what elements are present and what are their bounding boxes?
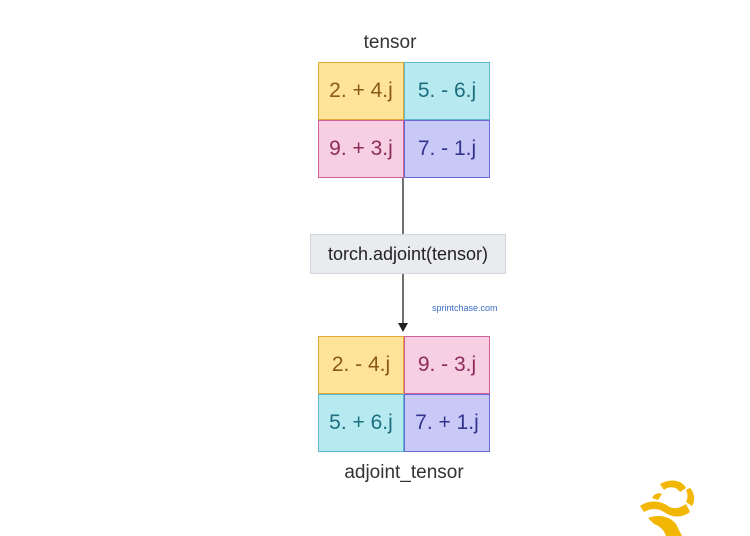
- input-cell-1-0: 9. + 3.j: [318, 120, 404, 178]
- arrow-down-icon: [398, 323, 408, 332]
- input-cell-0-0: 2. + 4.j: [318, 62, 404, 120]
- output-cell-0-0: 2. - 4.j: [318, 336, 404, 394]
- output-cell-1-1: 7. + 1.j: [404, 394, 490, 452]
- watermark-text: sprintchase.com: [432, 303, 498, 313]
- output-tensor-label: adjoint_tensor: [344, 462, 464, 483]
- output-tensor-grid: 2. - 4.j 9. - 3.j 5. + 6.j 7. + 1.j: [318, 336, 490, 452]
- output-cell-0-1: 9. - 3.j: [404, 336, 490, 394]
- logo-icon: [640, 480, 695, 536]
- input-tensor-grid: 2. + 4.j 5. - 6.j 9. + 3.j 7. - 1.j: [318, 62, 490, 178]
- output-cell-1-0: 5. + 6.j: [318, 394, 404, 452]
- operation-box: torch.adjoint(tensor): [310, 234, 506, 274]
- input-cell-0-1: 5. - 6.j: [404, 62, 490, 120]
- input-tensor-label: tensor: [363, 32, 417, 53]
- input-cell-1-1: 7. - 1.j: [404, 120, 490, 178]
